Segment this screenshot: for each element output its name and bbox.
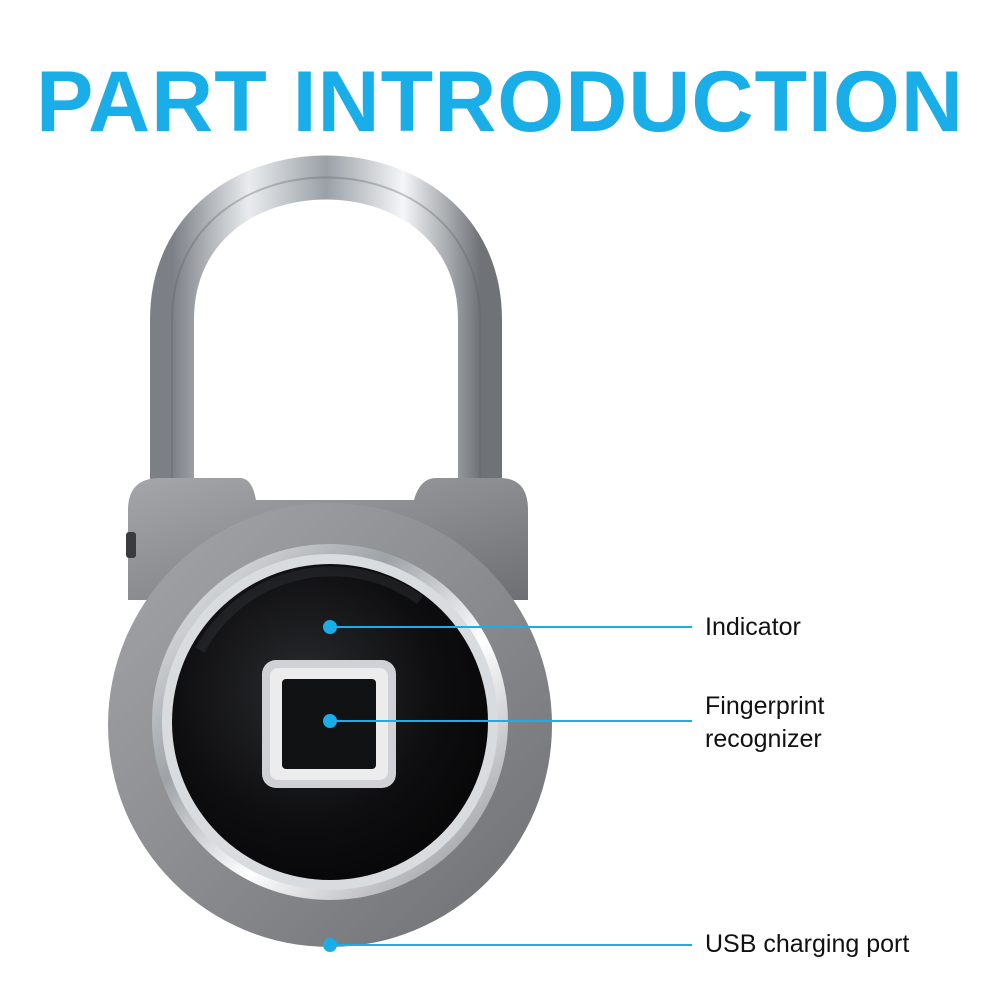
callout-label-usb: USB charging port [705,930,910,958]
callout-indicator [323,620,692,634]
page-title: PART INTRODUCTION [36,54,964,150]
side-button [126,532,136,558]
callout-label-indicator: Indicator [705,613,801,641]
callout-dot [323,714,337,728]
callout-dot [323,938,337,952]
shackle [150,155,502,520]
callout-label-fingerprint: Fingerprint recognizer [705,692,825,753]
callout-fingerprint [323,714,692,728]
callout-dot [323,620,337,634]
callout-usb [323,938,692,952]
